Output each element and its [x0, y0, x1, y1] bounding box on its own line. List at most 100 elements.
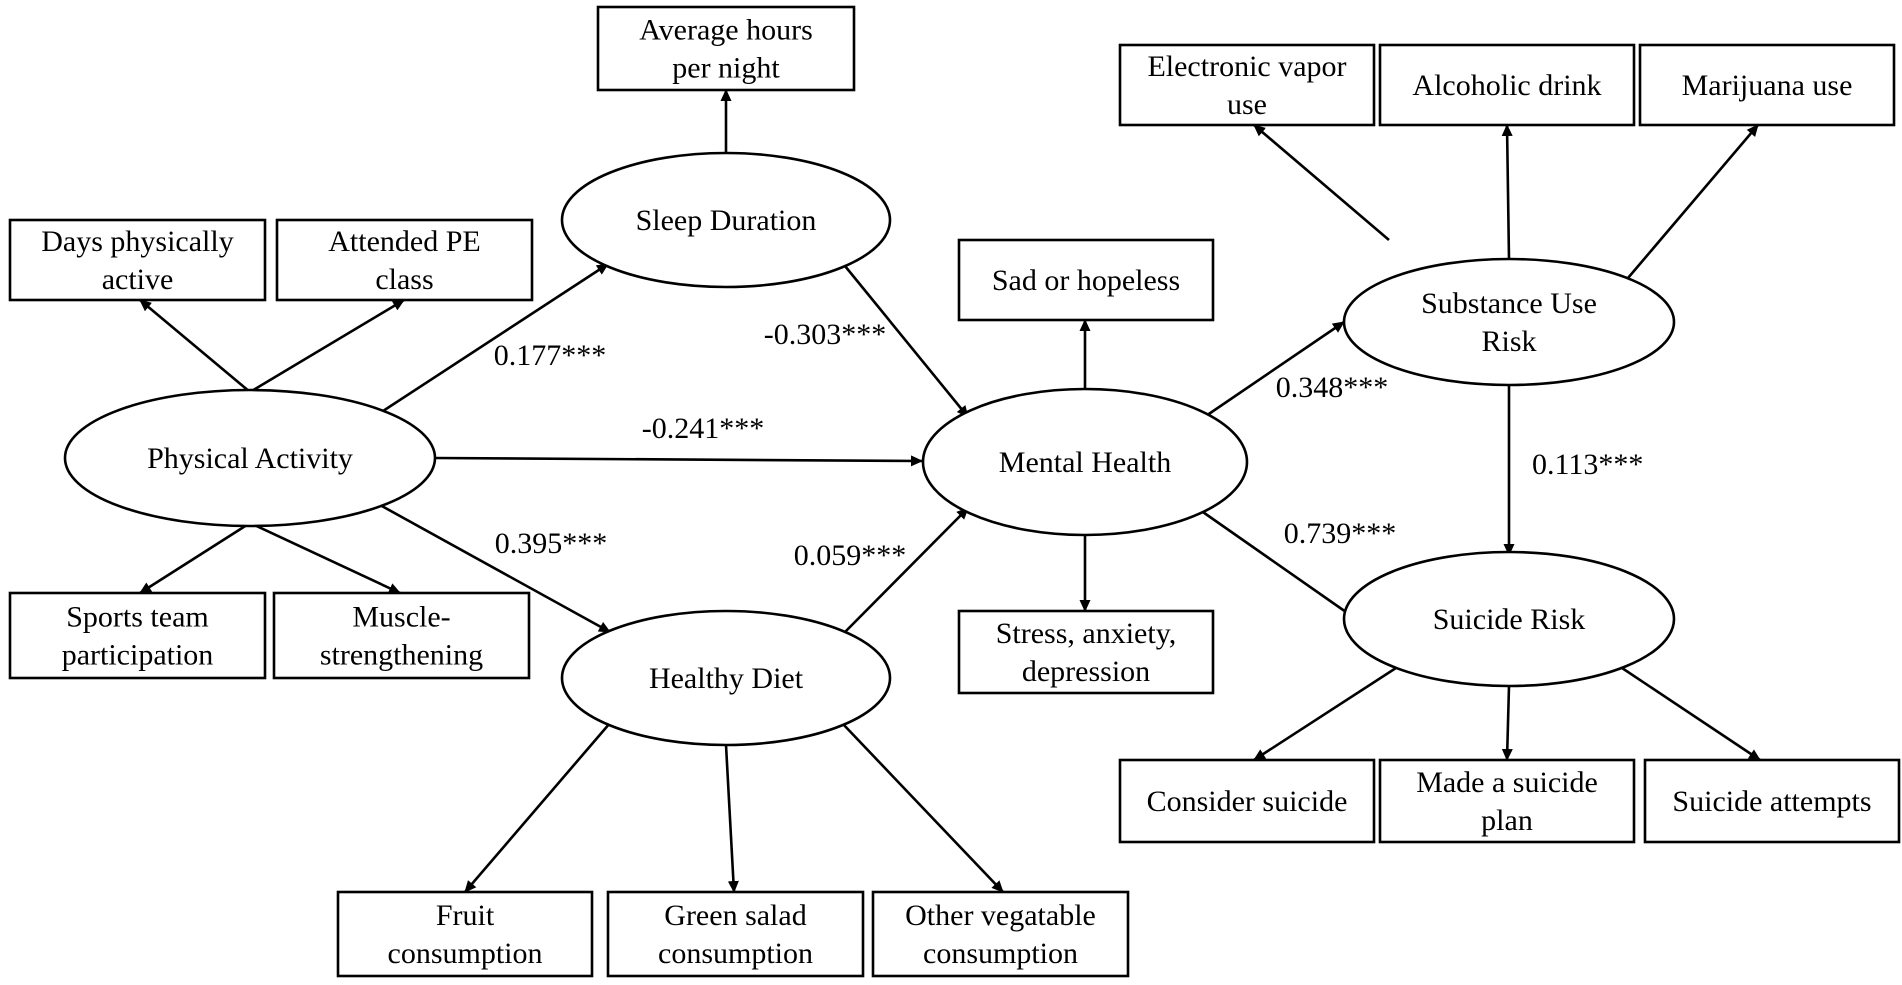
loading-arrow-healthy-diet-to-green-salad-consumption [724, 744, 739, 893]
ellipse-substance-use-risk [1342, 257, 1676, 387]
coefficient-physical-activity-to-mental-health: -0.241*** [642, 412, 765, 445]
days-physically-active-label-line-1: Days physically [41, 225, 233, 258]
box-average-hours-per-night [596, 5, 856, 92]
latent-factor-sleep-duration: Sleep Duration [560, 151, 892, 289]
electronic-vapor-use-label-line-1: Electronic vapor [1147, 50, 1346, 83]
ellipse-mental-health [921, 387, 1249, 537]
path-arrow-mental-health-to-suicide-risk [1199, 508, 1357, 621]
loading-arrow-suicide-risk-to-suicide-attempts [1618, 664, 1761, 762]
box-other-vegetable-consumption [871, 890, 1130, 978]
ellipse-physical-activity [63, 388, 437, 528]
coefficient-mental-health-to-suicide-risk: 0.739*** [1284, 517, 1397, 550]
consider-suicide-label-line-1: Consider suicide [1147, 785, 1348, 818]
coefficient-healthy-diet-to-mental-health: 0.059*** [794, 539, 907, 572]
latent-factor-suicide-risk: Suicide Risk [1342, 550, 1676, 688]
average-hours-per-night-label-line-2: per night [672, 52, 780, 85]
box-suicide-attempts [1643, 758, 1901, 844]
path-arrow-mental-health-to-substance-use-risk [1199, 320, 1345, 422]
box-alcoholic-drink [1378, 43, 1636, 127]
days-physically-active-label-line-2: active [102, 263, 174, 296]
healthy-diet-label-line-1: Healthy Diet [649, 662, 804, 695]
substance-use-risk-label-line-1: Substance Use [1421, 287, 1597, 320]
ellipse-sleep-duration [560, 151, 892, 289]
loading-arrow-healthy-diet-to-fruit-consumption [464, 722, 611, 893]
average-hours-per-night-label-line-1: Average hours [639, 14, 813, 47]
loading-arrow-suicide-risk-to-made-a-suicide-plan [1501, 685, 1513, 761]
fruit-consumption-label-line-2: consumption [388, 937, 543, 970]
indicator-other-vegetable-consumption: Other vegatable consumption [871, 890, 1130, 978]
path-arrow-sleep-duration-to-mental-health [843, 265, 970, 418]
box-green-salad-consumption [606, 890, 865, 978]
indicator-green-salad-consumption: Green salad consumption [606, 890, 865, 978]
path-arrow-physical-activity-to-mental-health [434, 455, 923, 467]
indicator-fruit-consumption: Fruit consumption [336, 890, 594, 978]
loading-arrow-physical-activity-to-attended-pe-class [249, 298, 405, 394]
fruit-consumption-label-line-1: Fruit [436, 899, 495, 932]
loading-arrow-physical-activity-to-muscle-strengthening [249, 521, 401, 595]
loading-arrow-substance-use-risk-to-electronic-vapor-use [1253, 124, 1390, 241]
suicide-risk-label-line-1: Suicide Risk [1433, 603, 1586, 636]
indicator-sad-or-hopeless: Sad or hopeless [957, 238, 1215, 322]
loading-arrow-suicide-risk-to-consider-suicide [1253, 664, 1400, 762]
loading-arrow-healthy-diet-to-other-vegetable-consumption [841, 722, 1004, 893]
latent-factor-physical-activity: Physical Activity [63, 388, 437, 528]
coefficient-sleep-duration-to-mental-health: -0.303*** [764, 318, 887, 351]
loading-arrow-substance-use-risk-to-marijuana-use [1627, 124, 1759, 279]
physical-activity-label-line-1: Physical Activity [147, 442, 353, 475]
alcoholic-drink-label-line-1: Alcoholic drink [1412, 69, 1601, 102]
box-muscle-strengthening [272, 591, 531, 680]
sports-team-participation-label-line-2: participation [62, 639, 214, 672]
made-a-suicide-plan-label-line-1: Made a suicide [1416, 766, 1598, 799]
made-a-suicide-plan-label-line-2: plan [1481, 804, 1533, 837]
box-electronic-vapor-use [1118, 43, 1376, 127]
other-vegetable-consumption-label-line-1: Other vegatable [905, 899, 1096, 932]
edges-layer [139, 89, 1761, 893]
loading-arrow-physical-activity-to-days-physically-active [139, 299, 251, 393]
indicator-suicide-attempts: Suicide attempts [1643, 758, 1901, 844]
coefficient-physical-activity-to-sleep-duration: 0.177*** [494, 339, 607, 372]
coefficient-labels-layer: 0.177***-0.303***-0.241***0.395***0.059*… [494, 318, 1644, 572]
path-arrow-physical-activity-to-healthy-diet [379, 503, 611, 634]
path-arrow-physical-activity-to-sleep-duration [379, 262, 609, 415]
stress-anxiety-depression-label-line-2: depression [1022, 655, 1150, 688]
box-sports-team-participation [8, 591, 267, 680]
green-salad-consumption-label-line-1: Green salad [664, 899, 806, 932]
indicator-average-hours-per-night: Average hours per night [596, 5, 856, 92]
indicator-muscle-strengthening: Muscle-strengthening [272, 591, 531, 680]
coefficient-substance-use-risk-to-suicide-risk: 0.113*** [1532, 448, 1643, 481]
muscle-strengthening-label-line-1: Muscle- [352, 601, 450, 634]
stress-anxiety-depression-label-line-1: Stress, anxiety, [996, 617, 1177, 650]
indicator-electronic-vapor-use: Electronic vapor use [1118, 43, 1376, 127]
indicator-stress-anxiety-depression: Stress, anxiety, depression [957, 609, 1215, 695]
other-vegetable-consumption-label-line-2: consumption [923, 937, 1078, 970]
latent-factor-mental-health: Mental Health [921, 387, 1249, 537]
box-stress-anxiety-depression [957, 609, 1215, 695]
electronic-vapor-use-label-line-2: use [1227, 88, 1267, 121]
box-consider-suicide [1118, 758, 1376, 844]
box-fruit-consumption [336, 890, 594, 978]
ellipse-suicide-risk [1342, 550, 1676, 688]
indicator-sports-team-participation: Sports team participation [8, 591, 267, 680]
marijuana-use-label-line-1: Marijuana use [1682, 69, 1853, 102]
indicator-made-a-suicide-plan: Made a suicide plan [1378, 758, 1636, 844]
coefficient-mental-health-to-substance-use-risk: 0.348*** [1276, 371, 1389, 404]
substance-use-risk-label-line-2: Risk [1481, 325, 1536, 358]
attended-pe-class-label-line-2: class [375, 263, 433, 296]
sports-team-participation-label-line-1: Sports team [66, 601, 209, 634]
box-marijuana-use [1638, 43, 1896, 127]
ellipse-healthy-diet [560, 609, 892, 747]
box-made-a-suicide-plan [1378, 758, 1636, 844]
indicator-days-physically-active: Days physically active [8, 218, 267, 302]
box-sad-or-hopeless [957, 238, 1215, 322]
mental-health-label-line-1: Mental Health [999, 446, 1171, 479]
suicide-attempts-label-line-1: Suicide attempts [1672, 785, 1871, 818]
muscle-strengthening-label-line-2: strengthening [320, 639, 483, 672]
loading-arrow-physical-activity-to-sports-team-participation [139, 521, 251, 595]
box-days-physically-active [8, 218, 267, 302]
green-salad-consumption-label-line-2: consumption [658, 937, 813, 970]
indicator-consider-suicide: Consider suicide [1118, 758, 1376, 844]
